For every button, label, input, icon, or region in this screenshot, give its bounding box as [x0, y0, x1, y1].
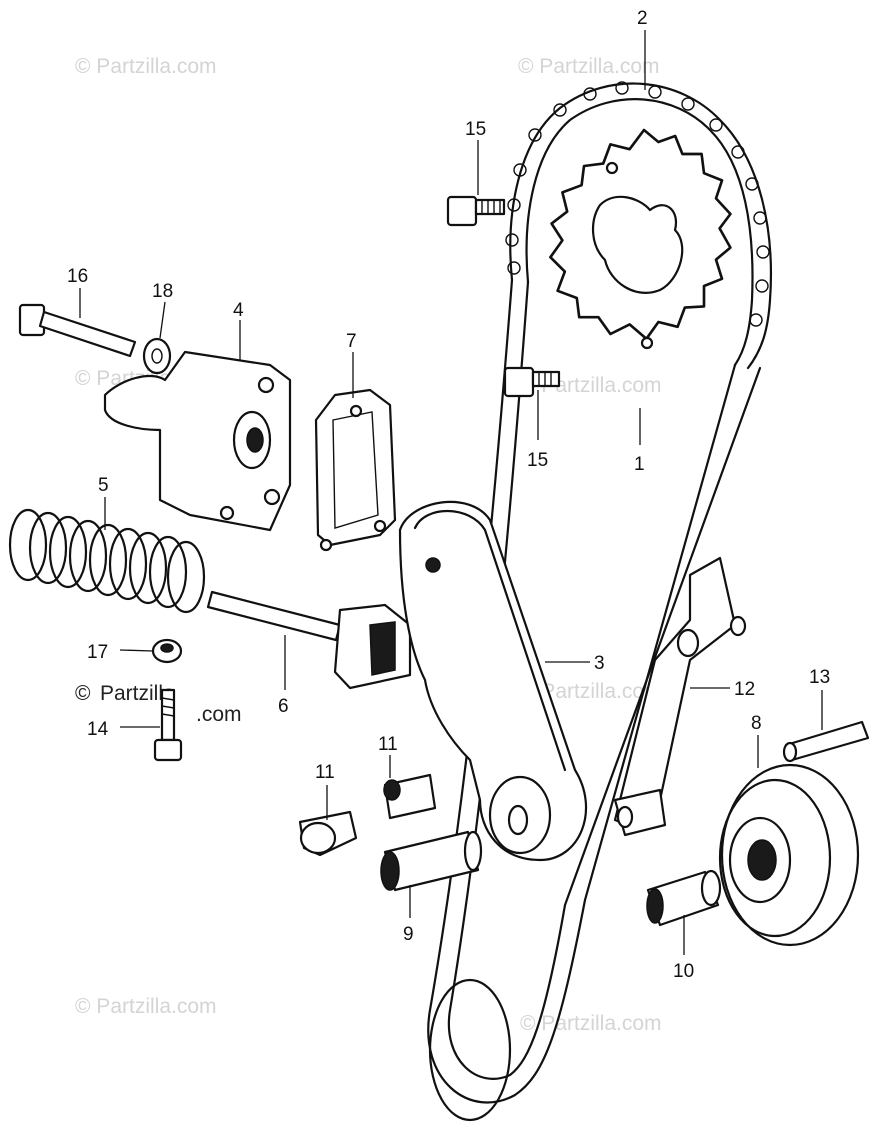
guide-roller — [718, 763, 860, 947]
bolt-15-upper — [446, 195, 506, 227]
watermark-dark: © Partzilla .com — [75, 682, 242, 726]
callout-18: 18 — [152, 281, 173, 302]
tensioner-spring — [8, 508, 206, 614]
callout-3: 3 — [594, 653, 605, 674]
watermark-text: © Partzilla.com — [75, 55, 217, 78]
tensioner-holder — [103, 350, 292, 532]
watermark-brand-line1: Partzilla — [100, 682, 175, 705]
watermark-brand-line2: .com — [196, 703, 242, 726]
callout-5: 5 — [98, 475, 109, 496]
stopper-11-lower — [298, 810, 358, 857]
nut-17 — [151, 638, 183, 664]
tensioner-push-rod — [206, 590, 412, 690]
callout-7: 7 — [346, 331, 357, 352]
callout-13: 13 — [809, 667, 830, 688]
watermark-copyright: © — [75, 682, 91, 705]
callout-2: 2 — [637, 8, 648, 29]
callout-15-upper: 15 — [465, 119, 486, 140]
callout-15-lower: 15 — [527, 450, 548, 471]
callout-1: 1 — [634, 454, 645, 475]
callout-10: 10 — [673, 961, 694, 982]
collar-10 — [646, 869, 722, 927]
watermark-text: © Partzilla.com — [520, 680, 662, 703]
washer-18 — [142, 337, 172, 375]
callout-4: 4 — [233, 300, 244, 321]
callout-17: 17 — [87, 642, 108, 663]
watermark-text: © Partzilla.com — [518, 55, 660, 78]
pin-13 — [782, 720, 870, 763]
callout-11-upper: 11 — [378, 734, 398, 755]
bolt-16 — [18, 303, 137, 358]
callouts: 2 15 15 1 16 18 4 7 5 6 17 14 3 12 13 8 … — [67, 8, 830, 982]
callout-14: 14 — [87, 719, 109, 740]
cam-sprocket — [549, 128, 732, 350]
callout-9: 9 — [403, 924, 414, 945]
callout-12: 12 — [734, 679, 755, 700]
collar-9 — [380, 830, 483, 892]
callout-6: 6 — [278, 696, 289, 717]
callout-11-lower: 11 — [315, 762, 335, 783]
tensioner-arm — [398, 500, 588, 862]
bolt-14 — [153, 688, 183, 762]
stopper-11-upper — [383, 773, 437, 820]
callout-16: 16 — [67, 266, 88, 287]
gasket — [314, 388, 397, 552]
bolt-15-lower — [503, 366, 561, 398]
watermark-text: © Partzilla.com — [75, 995, 217, 1018]
leader-lines — [79, 30, 823, 955]
callout-8: 8 — [751, 713, 762, 734]
guide-roller-arm — [613, 556, 747, 837]
